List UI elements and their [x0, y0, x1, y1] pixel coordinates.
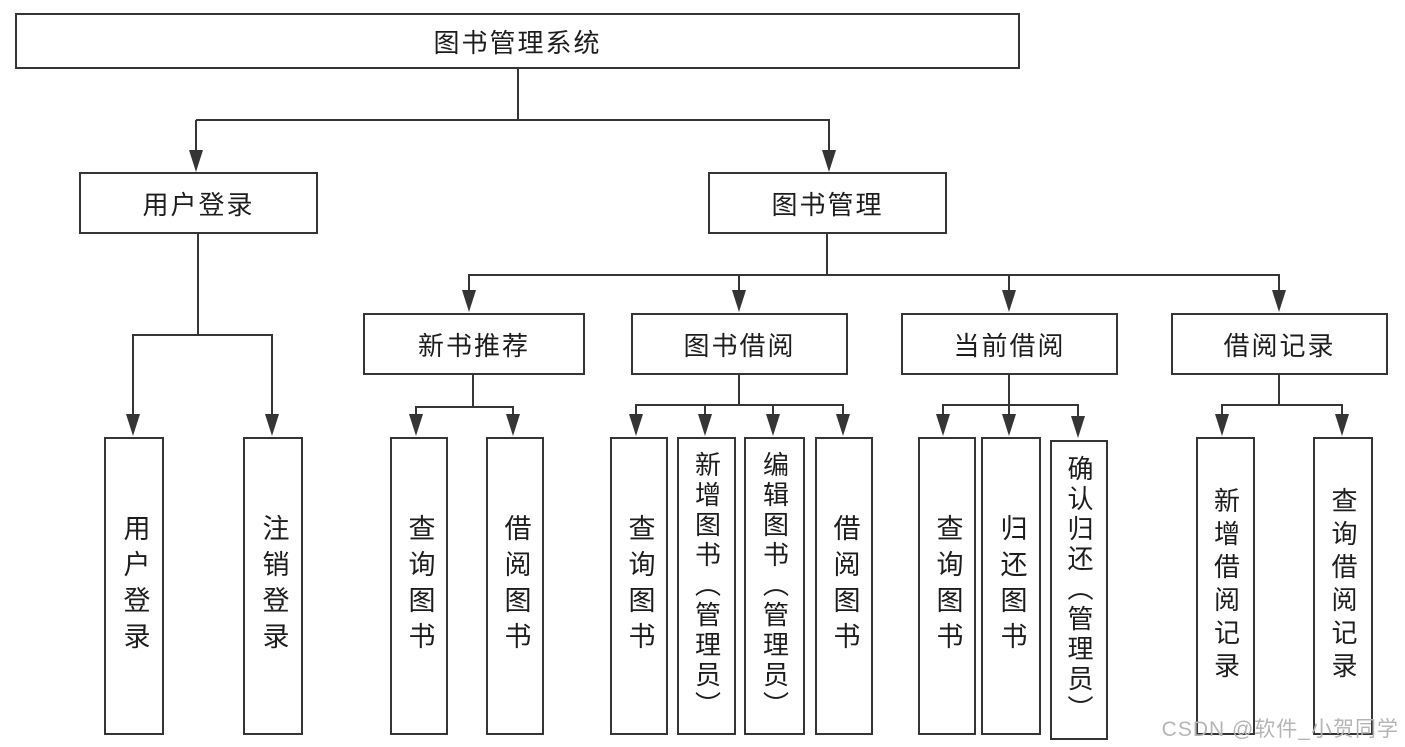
connector-line — [271, 335, 273, 416]
leaf-user-login: 用户登录 — [104, 437, 164, 735]
leaf-query-book: 查询图书 — [918, 437, 976, 735]
connector-line — [472, 375, 474, 408]
connector-line — [704, 405, 706, 416]
arrow-down-icon — [822, 150, 836, 172]
node-library-management-system: 图书管理系统 — [15, 13, 1020, 69]
arrow-down-icon — [698, 414, 712, 436]
leaf-logout: 注销登录 — [243, 437, 303, 735]
connector-line — [635, 404, 844, 406]
leaf-borrow-book: 借阅图书 — [815, 437, 873, 735]
leaf-label: 借阅图书 — [500, 514, 531, 658]
connector-line — [512, 407, 514, 416]
arrow-down-icon — [836, 414, 850, 436]
arrow-down-icon — [732, 290, 746, 312]
connector-line — [772, 405, 774, 416]
connector-line — [1341, 405, 1343, 416]
leaf-label: 查询图书 — [404, 514, 435, 658]
leaf-edit-book-admin: 编辑图书（管理员） — [744, 437, 805, 735]
connector-line — [517, 68, 519, 120]
connector-line — [1008, 375, 1010, 406]
node-book-borrowing: 图书借阅 — [631, 313, 848, 375]
arrow-down-icon — [462, 290, 476, 312]
arrow-down-icon — [126, 414, 140, 436]
leaf-label: 查询借阅记录 — [1328, 487, 1358, 685]
leaf-label: 新增图书（管理员） — [691, 451, 722, 721]
node-current-borrowing: 当前借阅 — [901, 313, 1118, 375]
arrow-down-icon — [189, 150, 203, 172]
arrow-down-icon — [1272, 290, 1286, 312]
connector-line — [828, 120, 830, 152]
connector-line — [1008, 275, 1010, 292]
arrow-down-icon — [409, 414, 423, 436]
connector-line — [468, 275, 470, 292]
connector-line — [1008, 405, 1010, 416]
node-label: 新书推荐 — [417, 330, 530, 361]
leaf-label: 编辑图书（管理员） — [759, 451, 790, 721]
connector-line — [1278, 275, 1280, 292]
leaf-label: 新增借阅记录 — [1210, 487, 1241, 685]
node-new-book-recommend: 新书推荐 — [363, 313, 585, 375]
connector-line — [738, 375, 740, 406]
leaf-add-borrow-record: 新增借阅记录 — [1196, 437, 1255, 735]
connector-line — [1077, 405, 1079, 418]
leaf-label: 借阅图书 — [829, 514, 860, 658]
node-label: 图书借阅 — [683, 330, 796, 361]
leaf-label: 查询图书 — [932, 514, 963, 658]
arrow-down-icon — [766, 414, 780, 436]
connector-line — [635, 405, 637, 416]
leaf-query-book: 查询图书 — [390, 437, 448, 735]
connector-line — [468, 274, 1280, 276]
connector-line — [197, 234, 199, 336]
connector-line — [195, 120, 197, 152]
leaf-label: 确认归还（管理员） — [1064, 455, 1094, 725]
connector-line — [738, 275, 740, 292]
connector-line — [842, 405, 844, 416]
leaf-add-book-admin: 新增图书（管理员） — [677, 437, 736, 735]
leaf-label: 归还图书 — [996, 514, 1027, 658]
arrow-down-icon — [1002, 414, 1016, 436]
node-book-management: 图书管理 — [708, 172, 947, 234]
node-label: 借阅记录 — [1223, 330, 1336, 361]
arrow-down-icon — [1002, 290, 1016, 312]
connector-line — [1221, 404, 1343, 406]
connector-line — [1278, 375, 1280, 406]
node-label: 用户登录 — [142, 189, 255, 220]
leaf-label: 查询图书 — [624, 514, 655, 658]
leaf-label: 用户登录 — [119, 514, 150, 658]
arrow-down-icon — [936, 414, 950, 436]
connector-line — [415, 407, 417, 416]
node-label: 当前借阅 — [953, 330, 1066, 361]
node-label: 图书管理系统 — [433, 27, 602, 58]
connector-line — [826, 234, 828, 276]
leaf-return-book: 归还图书 — [981, 437, 1041, 735]
connector-line — [132, 334, 273, 336]
arrow-down-icon — [1215, 414, 1229, 436]
leaf-query-borrow-record: 查询借阅记录 — [1313, 437, 1373, 735]
connector-line — [196, 119, 830, 121]
connector-line — [132, 335, 134, 416]
node-user-login: 用户登录 — [79, 172, 318, 234]
connector-line — [942, 405, 944, 416]
connector-line — [1221, 405, 1223, 416]
arrow-down-icon — [506, 414, 520, 436]
arrow-down-icon — [629, 414, 643, 436]
csdn-watermark: CSDN @软件_小贺同学 — [1161, 718, 1399, 741]
connector-line — [942, 404, 1079, 406]
connector-line — [415, 406, 514, 408]
node-borrowing-records: 借阅记录 — [1171, 313, 1388, 375]
arrow-down-icon — [1335, 414, 1349, 436]
node-label: 图书管理 — [771, 189, 884, 220]
leaf-label: 注销登录 — [258, 514, 289, 658]
arrow-down-icon — [1071, 416, 1085, 438]
leaf-borrow-book: 借阅图书 — [486, 437, 544, 735]
arrow-down-icon — [265, 414, 279, 436]
leaf-confirm-return-admin: 确认归还（管理员） — [1050, 440, 1108, 740]
leaf-query-book: 查询图书 — [610, 437, 668, 735]
